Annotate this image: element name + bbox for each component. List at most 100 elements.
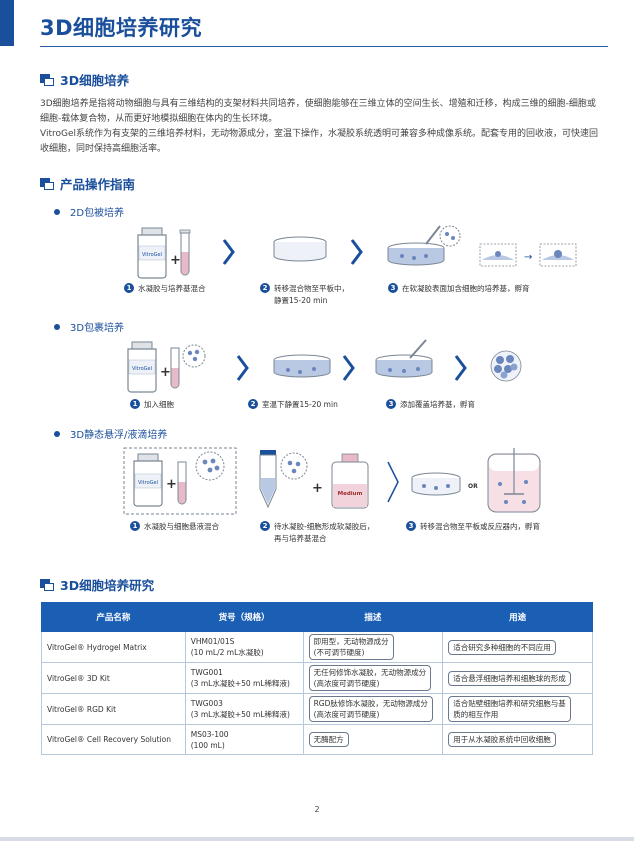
medium-label: Medium [338, 491, 363, 497]
section-title: 产品操作指南 [60, 177, 136, 192]
chevron-right-icon [342, 355, 355, 381]
or-label: OR [468, 483, 478, 490]
cell-cluster-icon [280, 452, 308, 480]
product-description: 即用型，无动物源成分(不可调节硬度) [302, 631, 444, 663]
product-description: RGD肽修饰水凝胶，无动物源成分(高浓度可调节硬度) [302, 693, 444, 725]
product-name: VitroGel® 3D Kit [41, 662, 186, 694]
title-rule [40, 46, 608, 47]
table-header-row: 产品名称 货号（规格） 描述 用途 [41, 602, 593, 632]
section-heading-3d-culture: 3D细胞培养 [40, 70, 129, 89]
tube-icon [179, 229, 191, 276]
vial-label: VitroGel [138, 480, 158, 486]
chevron-right-icon [236, 355, 249, 381]
vial-icon: VitroGel [137, 227, 167, 279]
cell-cluster-icon [182, 344, 206, 368]
pipette-icon [409, 339, 427, 359]
section-icon [40, 578, 54, 591]
subheading-3d-encapsulation: 3D包裹培养 [54, 319, 124, 334]
product-use: 适合研究多种细胞的不同应用 [442, 631, 593, 663]
subheading-2d-coating: 2D包被培养 [54, 204, 124, 219]
plus-icon: + [166, 477, 177, 492]
column-header: 用途 [442, 602, 593, 632]
bioreactor-icon [487, 448, 541, 513]
chevron-right-icon [350, 239, 363, 265]
product-table: 产品名称 货号（规格） 描述 用途 VitroGel® Hydrogel Mat… [41, 602, 593, 755]
bullet-dot [54, 323, 60, 330]
product-sku: MS03-100(100 mL) [184, 724, 304, 755]
column-header: 货号（规格） [184, 602, 304, 632]
plus-icon: + [312, 481, 323, 496]
vial-icon: VitroGel [127, 341, 157, 393]
dish-icon [273, 236, 327, 262]
section-title: 3D细胞培养研究 [60, 578, 155, 593]
vial-label: VitroGel [132, 366, 152, 372]
section-heading-research: 3D细胞培养研究 [40, 575, 154, 594]
cell-cluster-icon [195, 451, 225, 481]
subheading-3d-suspension: 3D静态悬浮/液滴培养 [54, 426, 167, 441]
product-use: 适合贴壁细胞培养和研究细胞与基质的相互作用 [442, 693, 593, 725]
column-header: 描述 [302, 602, 444, 632]
tube-icon [170, 347, 180, 389]
product-sku: TWG003(3 mL水凝胶+50 mL稀释液) [184, 693, 304, 725]
vial-label: VitroGel [142, 252, 162, 258]
page-number: 2 [314, 805, 320, 814]
table-row: VitroGel® Cell Recovery Solution MS03-10… [41, 724, 593, 755]
product-name: VitroGel® Cell Recovery Solution [41, 724, 186, 755]
subheading-text: 2D包被培养 [70, 208, 125, 219]
section-title: 3D细胞培养 [60, 73, 130, 88]
intro-paragraph-1: 3D细胞培养是指将动物细胞与具有三维结构的支架材料共同培养，使细胞能够在三维立体… [40, 99, 596, 124]
bottom-rule [0, 837, 634, 841]
bullet-dot [54, 208, 60, 215]
mix-box [123, 447, 237, 515]
chevron-right-icon [222, 239, 235, 265]
product-sku: VHM01/01S(10 mL/2 mL水凝胶) [184, 631, 304, 663]
pipette-icon [425, 225, 441, 245]
spheroid-icon [490, 350, 522, 382]
page-title: 3D细胞培养研究 [40, 16, 203, 40]
workflow-3d-suspension-diagram: VitroGel + + Medium OR [123, 447, 541, 515]
conical-tube-icon [259, 450, 277, 509]
plus-icon: + [170, 253, 181, 268]
product-use: 用于从水凝胶系统中回收细胞 [442, 724, 593, 755]
plus-icon: + [160, 365, 171, 380]
arrow-right-icon: → [524, 252, 532, 263]
product-use: 适合悬浮细胞培养和细胞球的形成 [442, 662, 593, 694]
workflow-2d-diagram: VitroGel + → [137, 225, 577, 279]
table-row: VitroGel® Hydrogel Matrix VHM01/01S(10 m… [41, 631, 593, 663]
table-row: VitroGel® 3D Kit TWG001(3 mL水凝胶+50 mL稀释液… [41, 662, 593, 694]
section-icon [40, 177, 54, 190]
tube-icon [177, 461, 187, 505]
section-heading-guide: 产品操作指南 [40, 174, 135, 193]
product-name: VitroGel® Hydrogel Matrix [41, 631, 186, 663]
dish-icon [273, 354, 331, 378]
dish-with-cells-icon [411, 472, 461, 496]
table-row: VitroGel® RGD Kit TWG003(3 mL水凝胶+50 mL稀释… [41, 693, 593, 725]
dish-with-cells-icon [387, 242, 445, 266]
section-icon [40, 73, 54, 86]
workflow-3d-encapsulation-diagram: VitroGel + [127, 339, 522, 393]
column-header: 产品名称 [41, 602, 186, 632]
product-description: 无酶配方 [302, 724, 444, 755]
intro-paragraph-2: VitroGel系统作为有支架的三维培养材料，无动物源成分，室温下操作，水凝胶系… [40, 129, 599, 154]
product-description: 无任何修饰水凝胶，无动物源成分(高浓度可调节硬度) [302, 662, 444, 694]
bullet-dot [54, 430, 60, 437]
subheading-text: 3D包裹培养 [70, 323, 125, 334]
subheading-text: 3D静态悬浮/液滴培养 [70, 430, 168, 441]
header-accent-bar [0, 0, 14, 46]
chevron-right-icon [387, 461, 399, 503]
product-sku: TWG001(3 mL水凝胶+50 mL稀释液) [184, 662, 304, 694]
dish-with-cells-icon [375, 354, 433, 378]
medium-bottle-icon: Medium [331, 453, 369, 509]
product-name: VitroGel® RGD Kit [41, 693, 186, 725]
vial-icon: VitroGel [133, 453, 163, 507]
cell-cluster-icon [439, 225, 461, 247]
